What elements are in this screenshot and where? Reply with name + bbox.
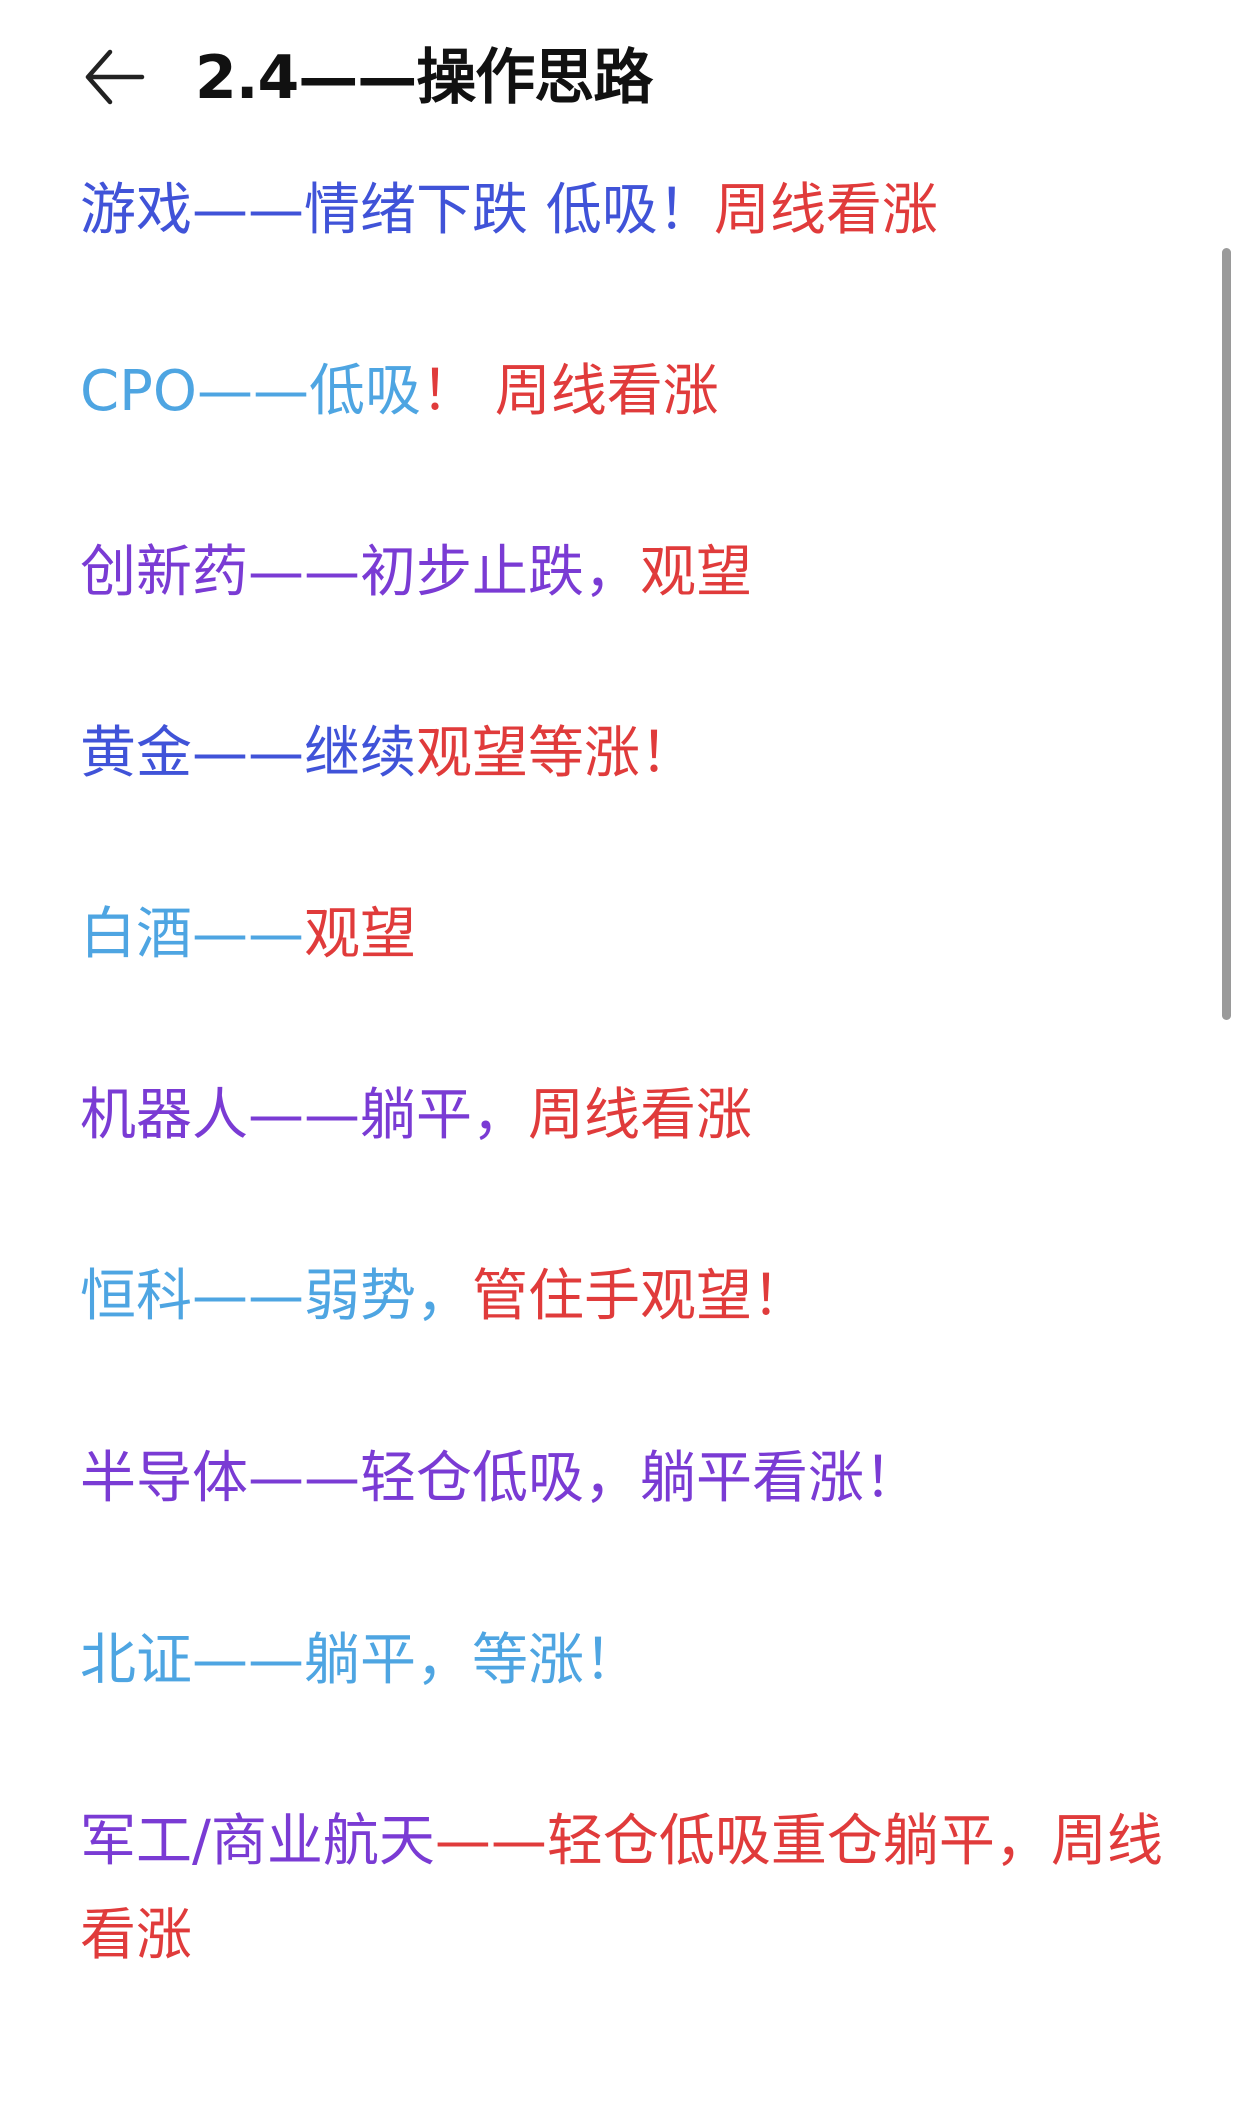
line-segment: 管住手观望！ (472, 1264, 808, 1329)
line-segment: 周线看涨 (528, 1083, 752, 1148)
line-segment: 半导体——轻仓低吸，躺平看涨！ (80, 1446, 920, 1511)
line-segment: CPO——低吸 (80, 359, 421, 424)
line-segment: 白酒—— (80, 902, 304, 967)
line-segment: 黄金——继续 (80, 721, 416, 786)
note-line-robotics: 机器人——躺平，周线看涨 (80, 1069, 1190, 1163)
arrow-left-icon (85, 49, 145, 105)
scrollbar[interactable] (1222, 248, 1231, 1020)
note-line-hang-seng-tech: 恒科——弱势，管住手观望！ (80, 1250, 1190, 1344)
note-line-gold: 黄金——继续观望等涨！ (80, 707, 1190, 801)
line-segment: 观望 (640, 540, 752, 605)
note-line-beijing-exchange: 北证——躺平，等涨！ (80, 1614, 1190, 1708)
page-title: 2.4——操作思路 (195, 43, 653, 113)
line-segment: 游戏——情绪下跌 低吸！ (80, 178, 714, 243)
note-line-innovative-drugs: 创新药——初步止跌，观望 (80, 526, 1190, 620)
note-line-liquor: 白酒——观望 (80, 888, 1190, 982)
line-segment: 观望等涨！ (416, 721, 696, 786)
note-line-military-aerospace: 军工/商业航天——轻仓低吸重仓躺平，周线看涨 (80, 1795, 1190, 1983)
note-line-semiconductor: 半导体——轻仓低吸，躺平看涨！ (80, 1432, 1190, 1526)
note-line-gaming: 游戏——情绪下跌 低吸！周线看涨 (80, 164, 1190, 258)
line-segment: 机器人——躺平， (80, 1083, 528, 1148)
line-segment: 恒科——弱势， (80, 1264, 472, 1329)
line-segment: 周线看涨 (713, 178, 938, 243)
line-segment: 军工/商业航天 (80, 1809, 435, 1874)
note-line-cpo: CPO——低吸！ 周线看涨 (80, 345, 1190, 439)
back-button[interactable] (82, 44, 148, 110)
line-segment: 创新药——初步止跌， (80, 540, 640, 605)
line-segment: ——轻仓低吸重仓躺平，周线看涨 (80, 1809, 1163, 1968)
line-segment: 北证——躺平，等涨！ (80, 1628, 640, 1693)
line-segment: ！ 周线看涨 (420, 359, 719, 424)
line-segment: 观望 (304, 902, 416, 967)
